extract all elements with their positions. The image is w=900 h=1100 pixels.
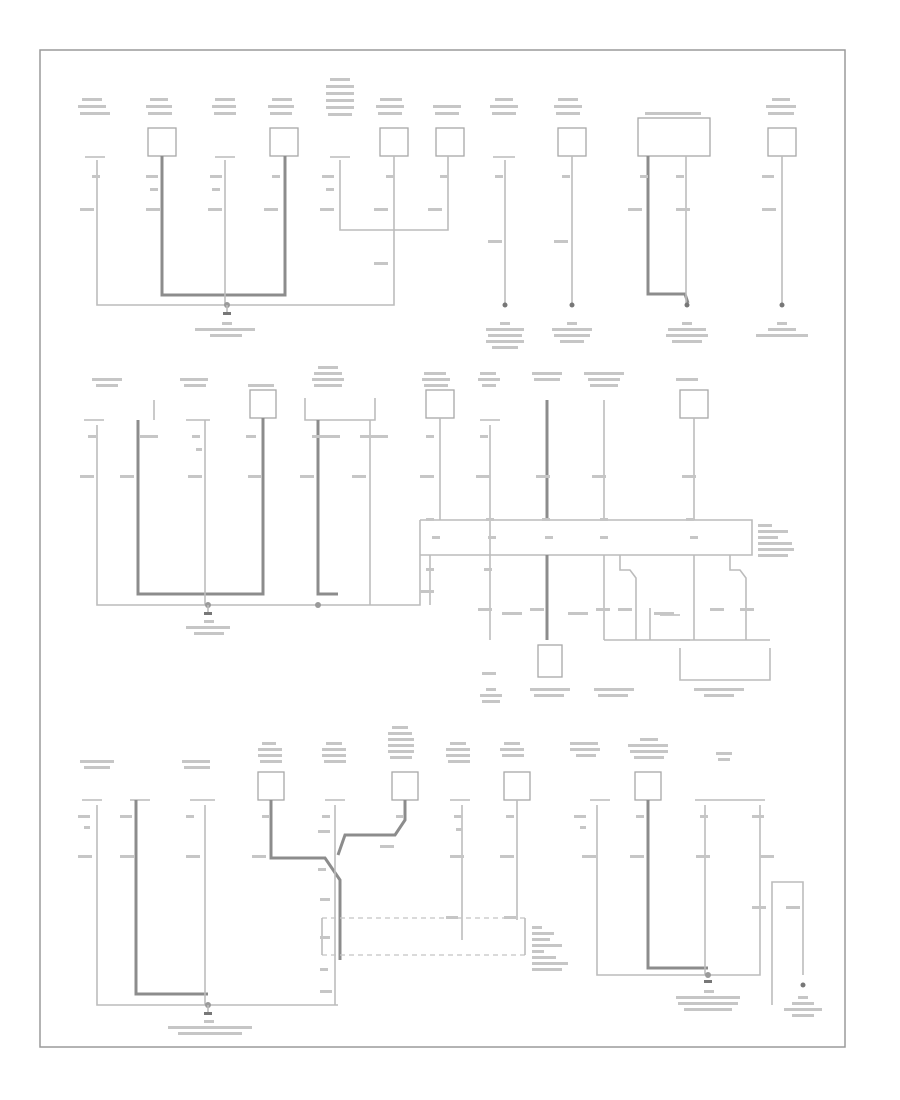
component-box <box>637 117 711 157</box>
component-box <box>435 127 465 157</box>
wire <box>96 160 227 306</box>
component-box <box>391 771 419 801</box>
connector-bar <box>420 519 753 556</box>
ground-symbol <box>704 980 712 983</box>
component-box <box>249 389 277 419</box>
wire <box>729 555 747 640</box>
wire-heavy <box>208 418 265 596</box>
wire-heavy <box>134 800 208 996</box>
component-box <box>557 127 587 157</box>
wire <box>619 555 637 640</box>
wire <box>96 425 421 606</box>
component-box <box>537 644 563 678</box>
ground-symbol <box>569 302 575 308</box>
component-box <box>767 127 797 157</box>
section-top <box>78 78 808 349</box>
ground-symbol <box>779 302 785 308</box>
ground-symbol <box>204 1012 212 1015</box>
wire <box>96 805 338 1006</box>
component-box <box>634 771 662 801</box>
wire-heavy <box>646 156 690 304</box>
splice-node <box>705 972 711 978</box>
component-box <box>425 389 455 419</box>
illegible-labels <box>78 726 822 1035</box>
illegible-labels <box>80 366 794 703</box>
wire-heavy <box>227 156 287 297</box>
ground-symbol <box>684 302 690 308</box>
component-bracket <box>304 398 376 421</box>
component-box <box>269 127 299 157</box>
component-box <box>379 127 409 157</box>
wire-heavy <box>269 800 342 960</box>
component-box <box>257 771 285 801</box>
component-box <box>147 127 177 157</box>
wire <box>596 805 708 976</box>
splice-node <box>315 602 321 608</box>
diagram-frame <box>39 49 846 1048</box>
ground-symbol <box>800 982 806 988</box>
wire <box>227 156 395 306</box>
component-box <box>503 771 531 801</box>
ground-symbol <box>204 612 212 615</box>
wire-heavy <box>336 800 407 856</box>
wire-heavy <box>136 420 208 596</box>
component-bracket <box>679 648 771 681</box>
wire <box>771 881 804 1005</box>
wire <box>708 805 761 976</box>
component-box <box>679 389 709 419</box>
ground-symbol <box>502 302 508 308</box>
illegible-labels <box>78 78 808 349</box>
wire-heavy <box>646 800 708 970</box>
wire-heavy <box>160 156 227 297</box>
section-bottom <box>78 726 822 1035</box>
ground-symbol <box>223 312 231 315</box>
section-middle <box>80 366 794 703</box>
wire-heavy <box>316 420 338 596</box>
